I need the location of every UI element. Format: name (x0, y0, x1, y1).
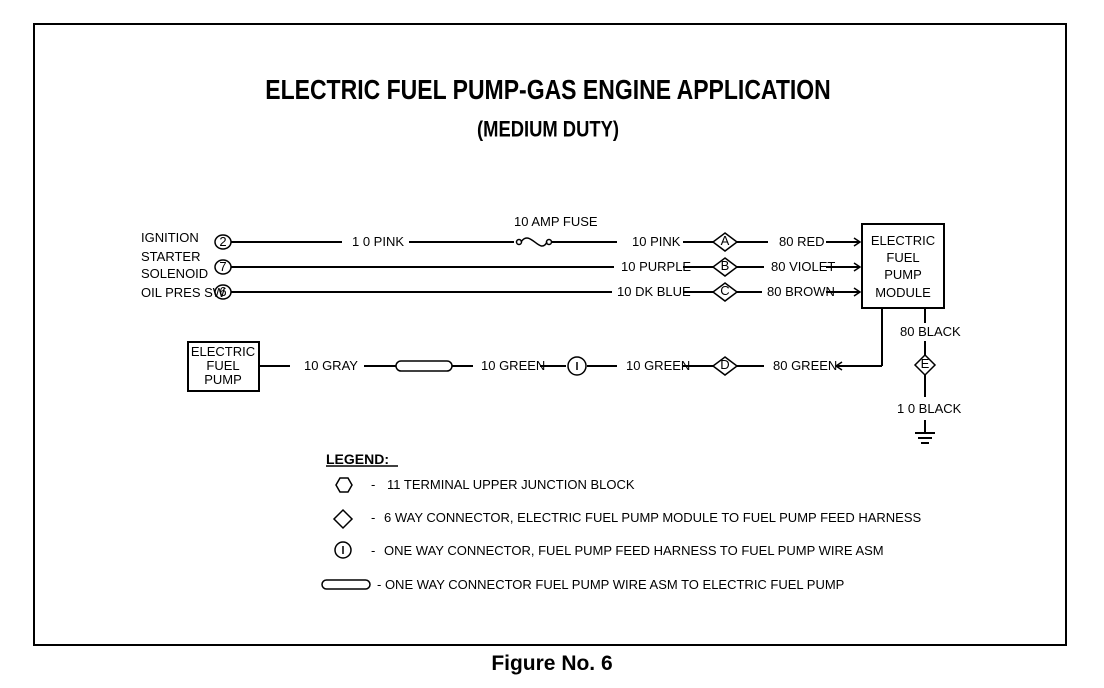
svg-text:2: 2 (219, 234, 226, 249)
legend-item-4: - ONE WAY CONNECTOR FUEL PUMP WIRE ASM T… (377, 577, 844, 592)
svg-text:ELECTRIC: ELECTRIC (191, 344, 255, 359)
diagram-subtitle: (MEDIUM DUTY) (477, 118, 619, 142)
svg-text:PUMP: PUMP (204, 372, 242, 387)
legend-diamond-icon (332, 508, 354, 530)
svg-text:MODULE: MODULE (875, 285, 931, 300)
label-starter: STARTER (141, 249, 200, 264)
svg-text:C: C (720, 283, 729, 298)
legend-pill-icon (321, 579, 371, 590)
ground-icon (915, 432, 935, 444)
wire-label-80-black: 80 BLACK (900, 324, 961, 339)
wire-label-80-green: 80 GREEN (773, 358, 837, 373)
wire-label-10-black: 1 0 BLACK (897, 401, 962, 416)
label-ignition: IGNITION (141, 230, 199, 245)
svg-text:PUMP: PUMP (884, 267, 922, 282)
connector-c: C (711, 282, 739, 302)
wire-label-dk-blue: 10 DK BLUE (617, 284, 691, 299)
figure-caption: Figure No. 6 (491, 652, 612, 675)
wire-pump-feed (259, 360, 764, 372)
svg-text:FUEL: FUEL (206, 358, 239, 373)
diagram-title: ELECTRIC FUEL PUMP-GAS ENGINE APPLICATIO… (265, 75, 831, 105)
fuel-pump-module: ELECTRIC FUEL PUMP MODULE (861, 223, 945, 309)
one-way-connector (567, 356, 587, 376)
label-solenoid: SOLENOID (141, 266, 208, 281)
wire-label-green-2: 10 GREEN (626, 358, 690, 373)
legend-dash-2: - (371, 510, 375, 525)
legend-item-3: ONE WAY CONNECTOR, FUEL PUMP FEED HARNES… (384, 543, 884, 558)
svg-text:6: 6 (219, 284, 226, 299)
connector-b: B (711, 257, 739, 277)
pill-connector-icon (395, 360, 453, 372)
svg-text:A: A (721, 233, 730, 248)
svg-text:ELECTRIC: ELECTRIC (871, 233, 935, 248)
wire-label-purple: 10 PURPLE (621, 259, 691, 274)
terminal-starter: 7 (214, 259, 232, 275)
wire-label-gray: 10 GRAY (304, 358, 358, 373)
wire-starter-circuit (231, 262, 862, 272)
legend-heading: LEGEND: (326, 451, 389, 467)
legend-circle-icon (334, 541, 352, 559)
legend-item-1: 11 TERMINAL UPPER JUNCTION BLOCK (387, 477, 635, 492)
svg-text:E: E (921, 356, 930, 371)
wire-label-pink-right: 10 PINK (632, 234, 681, 249)
connector-e: E (913, 353, 937, 377)
wire-ignition-circuit (231, 237, 862, 247)
svg-text:7: 7 (219, 259, 226, 274)
label-oil-pres-sw: OIL PRES SW (141, 285, 226, 300)
wire-oil-circuit (231, 287, 862, 297)
svg-text:D: D (720, 357, 729, 372)
connector-d: D (711, 356, 739, 376)
fuse-icon (520, 237, 548, 247)
legend-dash-3: - (371, 543, 375, 558)
wire-label-pink-left: 1 0 PINK (352, 234, 404, 249)
legend-hexagon-icon (335, 477, 353, 493)
electric-fuel-pump: ELECTRIC FUEL PUMP (187, 341, 260, 392)
wire-module-output (834, 308, 926, 432)
legend-item-2: 6 WAY CONNECTOR, ELECTRIC FUEL PUMP MODU… (384, 510, 922, 525)
connector-a: A (711, 232, 739, 252)
terminal-ignition: 2 (214, 234, 232, 250)
svg-text:FUEL: FUEL (886, 250, 919, 265)
wire-label-brown: 80 BROWN (767, 284, 835, 299)
svg-text:B: B (721, 258, 730, 273)
legend-dash-1: - (371, 477, 375, 492)
wire-label-green-1: 10 GREEN (481, 358, 545, 373)
diagram-frame (33, 23, 1067, 646)
wire-label-violet: 80 VIOLET (771, 259, 835, 274)
wire-label-red: 80 RED (779, 234, 825, 249)
fuse-label: 10 AMP FUSE (514, 214, 598, 229)
